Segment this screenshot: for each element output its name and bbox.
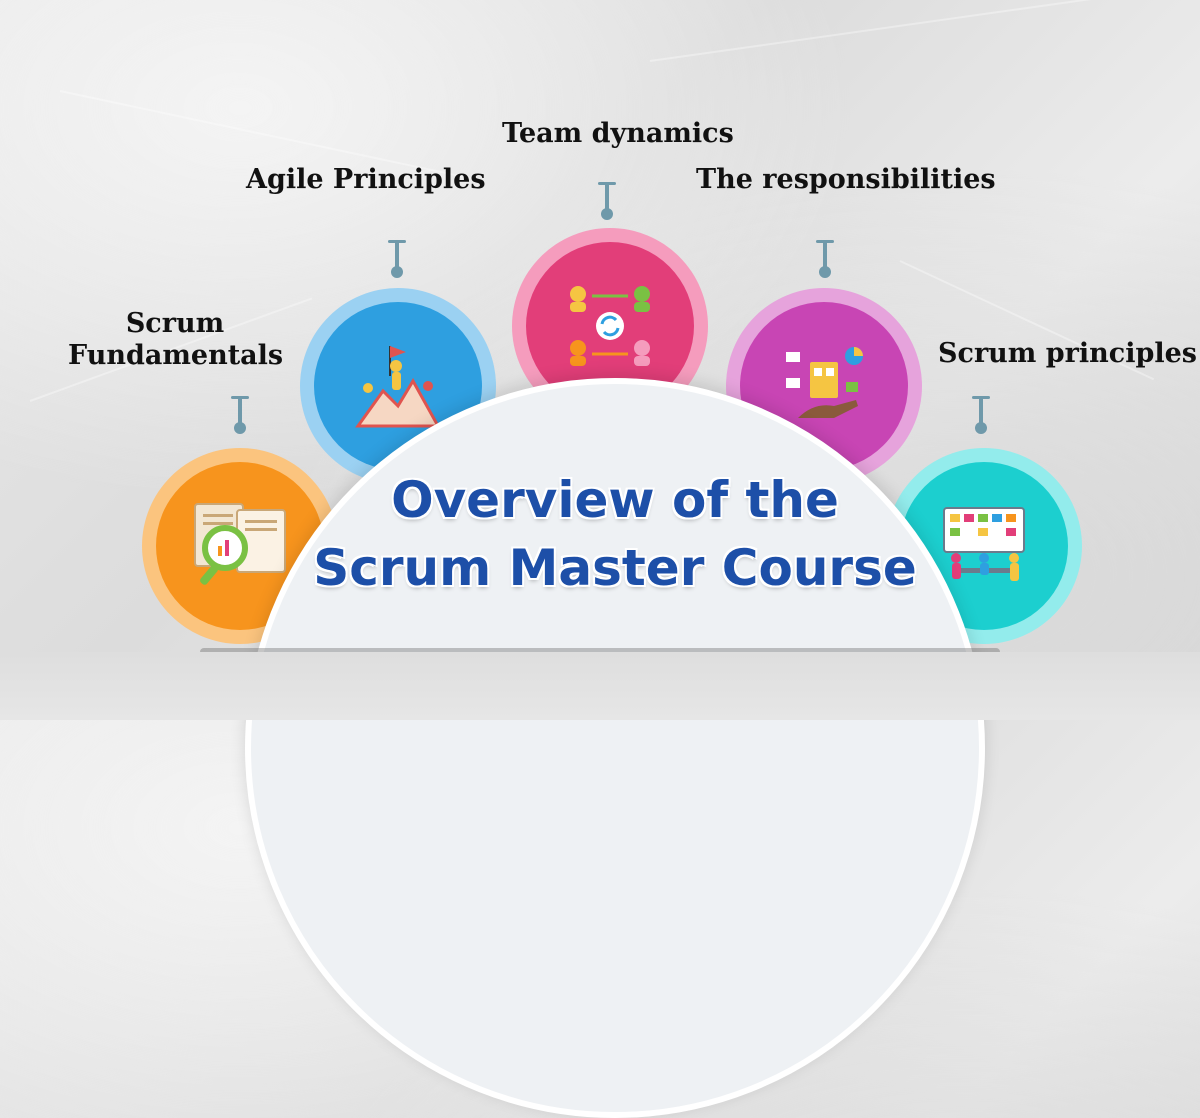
topic-circle-agile-principles	[300, 288, 496, 484]
topic-label-scrum-fundamentals: Scrum Fundamentals	[68, 308, 284, 373]
course-title-line1: Overview of the	[391, 471, 839, 529]
topic-label-scrum-principles: Scrum principles	[938, 338, 1197, 369]
topic-label-team-dynamics: Team dynamics	[502, 118, 734, 149]
team-sync-icon	[570, 286, 650, 366]
course-title-line2: Scrum Master Course	[313, 539, 917, 597]
connector-agile-principles	[388, 240, 406, 280]
paper-bottom	[0, 652, 1200, 720]
connector-scrum-principles	[972, 396, 990, 436]
document-magnifier-icon	[194, 503, 286, 585]
connector-responsibilities	[816, 240, 834, 280]
topic-label-line2: Fundamentals	[68, 340, 284, 372]
kanban-board-team-icon	[943, 507, 1025, 581]
connector-scrum-fundamentals	[231, 396, 249, 436]
connector-team-dynamics	[598, 182, 616, 222]
topic-circle-scrum-fundamentals	[142, 448, 338, 644]
topic-label-responsibilities: The responsibilities	[696, 164, 996, 195]
hand-dashboard-icon	[786, 347, 863, 418]
mountain-flag-team-icon	[355, 346, 441, 428]
topic-label-line1: Scrum	[125, 308, 225, 339]
topic-label-agile-principles: Agile Principles	[246, 164, 486, 195]
